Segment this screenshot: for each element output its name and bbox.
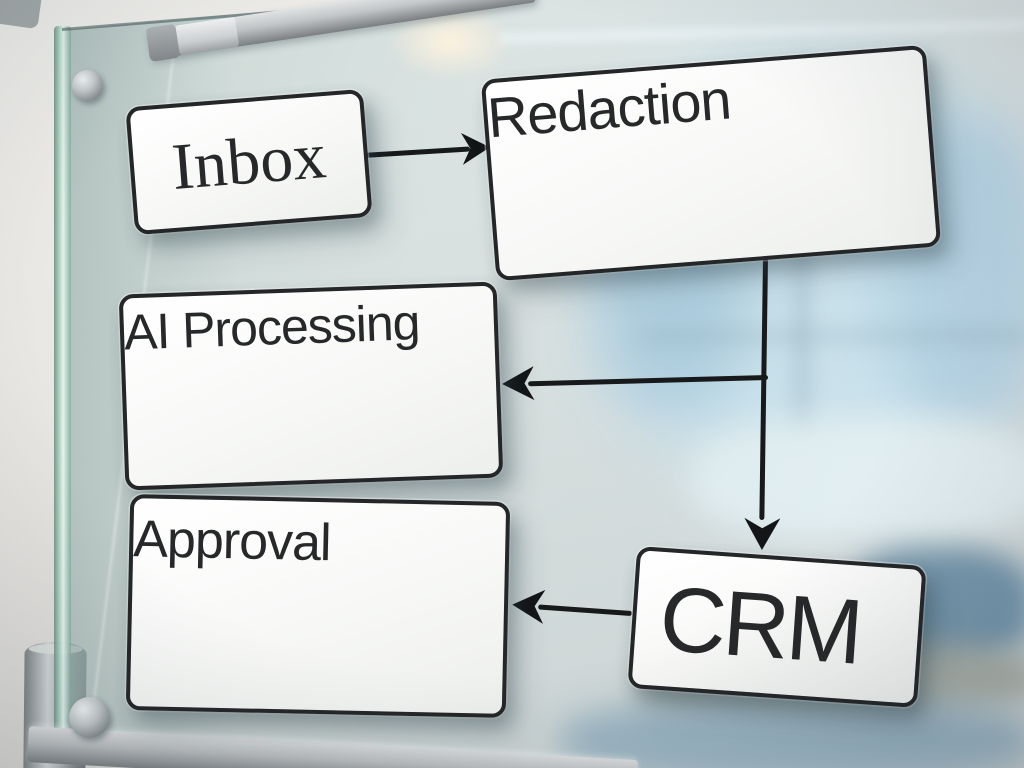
node-ai-processing-label: AI Processing xyxy=(123,294,421,361)
arrowhead-down-icon xyxy=(744,518,780,550)
node-approval: Approval xyxy=(125,494,511,718)
arrow-redaction-to-crm xyxy=(744,257,784,550)
arrow-shaft xyxy=(528,375,769,387)
node-crm: CRM xyxy=(627,546,927,708)
glass-top-edge-highlight xyxy=(499,19,1024,44)
node-approval-label: Approval xyxy=(132,510,332,573)
glass-left-edge xyxy=(54,26,71,744)
stand-pole-top-glimpse xyxy=(0,0,43,30)
node-inbox: Inbox xyxy=(125,88,373,236)
arrow-shaft xyxy=(365,146,471,158)
arrow-redaction-to-ai-processing xyxy=(502,360,769,401)
node-redaction: Redaction xyxy=(480,44,942,282)
standoff-screw-top xyxy=(72,70,103,101)
node-crm-label: CRM xyxy=(656,567,864,684)
arrow-shaft xyxy=(538,604,633,616)
node-ai-processing: AI Processing xyxy=(118,281,504,491)
node-inbox-label: Inbox xyxy=(169,119,329,204)
standoff-screw-bottom xyxy=(69,697,110,738)
